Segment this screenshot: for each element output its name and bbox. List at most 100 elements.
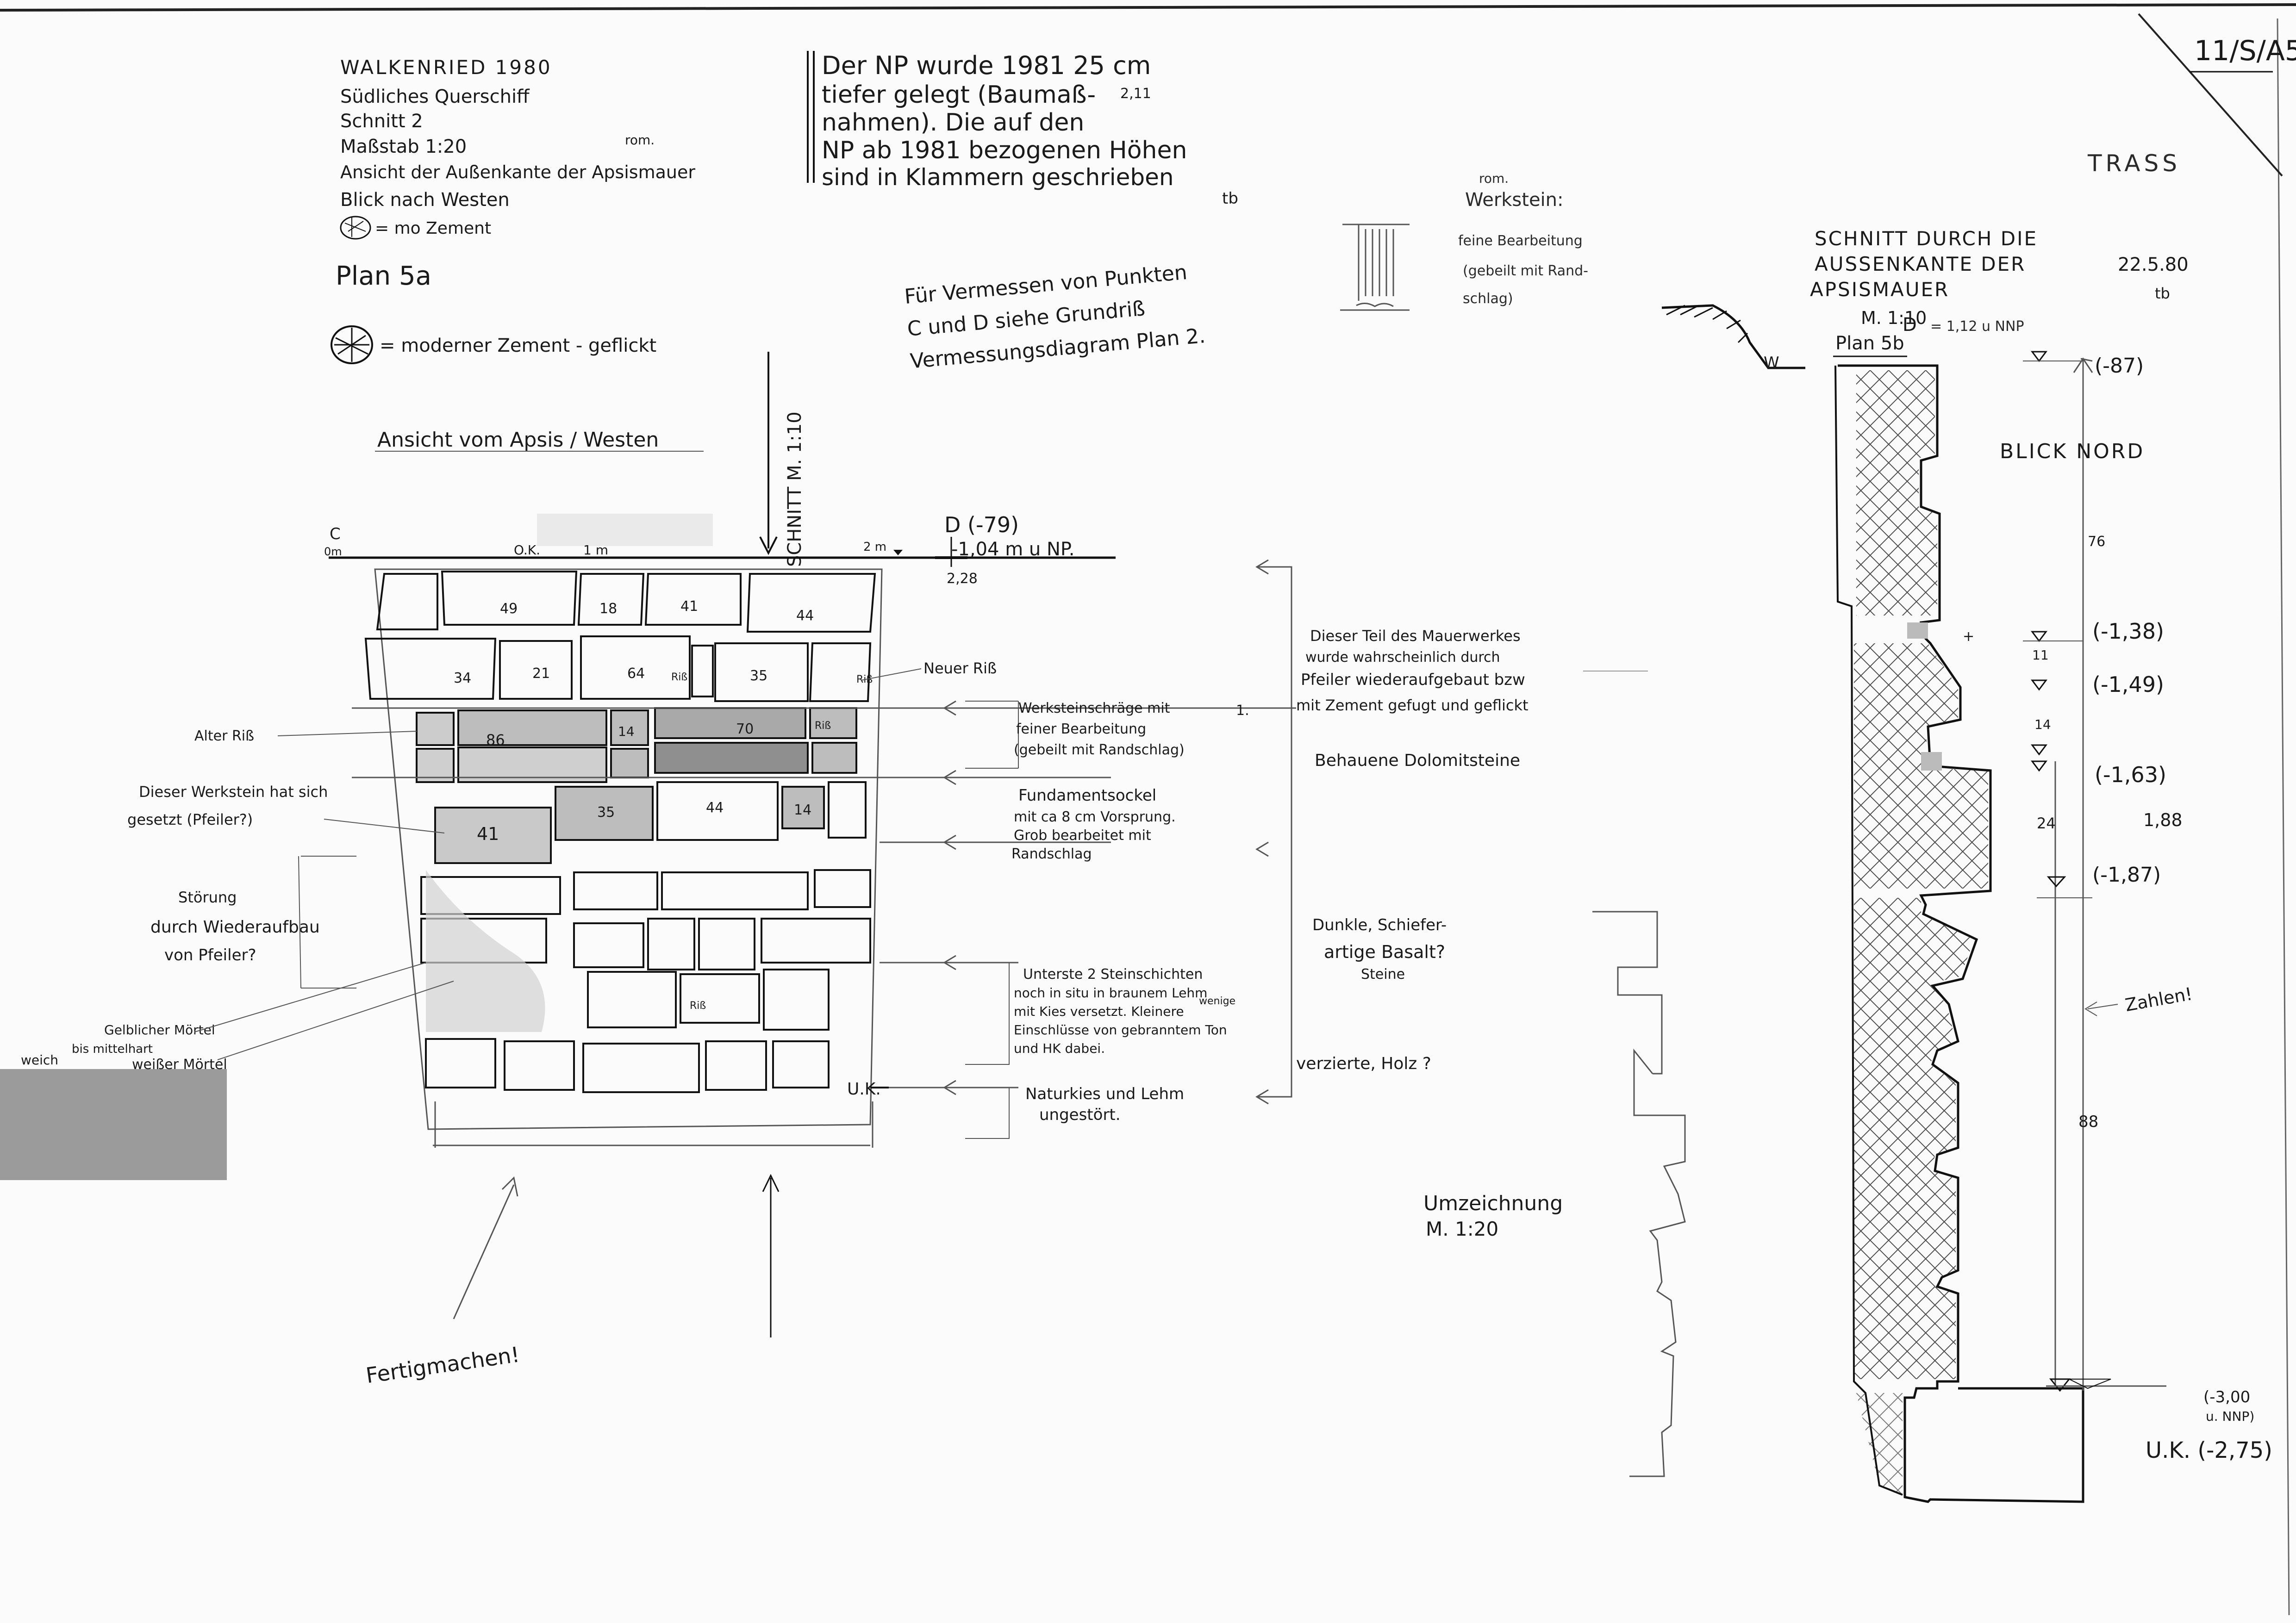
moertel-line-4: weißer Mörtel xyxy=(132,1057,227,1073)
vermessen-note: Für Vermessen von Punkten C und D siehe … xyxy=(904,261,1206,373)
zahlen-note: Zahlen! xyxy=(2123,983,2194,1015)
level-2: (-1,38) xyxy=(2092,619,2164,644)
stone-number: 35 xyxy=(750,668,767,684)
np-note-line-2: tiefer gelegt (Baumaß- xyxy=(822,81,1096,109)
stone-number: 14 xyxy=(794,802,811,818)
header-line-4: Maßstab 1:20 xyxy=(340,136,467,157)
moertel-line-1: Gelblicher Mörtel xyxy=(104,1022,215,1038)
werkstein-line-1: rom. xyxy=(1479,171,1509,186)
dunkle-line-1: Dunkle, Schiefer- xyxy=(1312,916,1447,934)
fundament-line-1: Fundamentsockel xyxy=(1018,786,1156,805)
werkstein-hatch-symbol xyxy=(1340,224,1410,311)
fundament-line-2: mit ca 8 cm Vorsprung. xyxy=(1014,809,1176,825)
fundament-line-3: Grob bearbeitet mit xyxy=(1014,827,1151,844)
section-drawing: SCHNITT DURCH DIE AUSSENKANTE DER APSISM… xyxy=(1661,227,2272,1503)
svg-text:+: + xyxy=(1963,628,1974,645)
header-line-1: WALKENRIED 1980 xyxy=(340,56,552,79)
werkstein-note: rom. Werkstein: feine Bearbeitung (gebei… xyxy=(1340,171,1588,311)
np-note-line-4: NP ab 1981 bezogenen Höhen xyxy=(822,137,1187,164)
bottom-level-1: (-3,00 xyxy=(2203,1388,2250,1406)
elevation-title: Ansicht vom Apsis / Westen xyxy=(377,428,659,452)
section-d-note: = 1,12 u NNP xyxy=(1930,318,2024,335)
trass-label: TRASS xyxy=(2087,150,2181,177)
schraege-line-1: Werksteinschräge mit xyxy=(1018,700,1170,716)
section-scale: M. 1:10 xyxy=(1861,308,1927,328)
stone-number: 34 xyxy=(454,670,471,686)
naturkies-line-2: ungestört. xyxy=(1039,1106,1121,1124)
stone-number: 14 xyxy=(618,724,635,739)
section-blick: BLICK NORD xyxy=(2000,440,2145,463)
point-d-value: -1,04 m u NP. xyxy=(951,539,1074,560)
section-title-1: SCHNITT DURCH DIE xyxy=(1815,227,2038,250)
section-uk: U.K. (-2,75) xyxy=(2146,1437,2272,1463)
tape-residue xyxy=(537,514,713,546)
moderner-zement-text: = moderner Zement - geflickt xyxy=(380,335,656,356)
fundament-line-4: Randschlag xyxy=(1011,846,1092,862)
vermessen-line-1: Für Vermessen von Punkten xyxy=(904,261,1188,309)
section-d-label: D xyxy=(1903,314,1917,336)
dim-24: 24 xyxy=(2037,815,2056,832)
schraege-line-2: feiner Bearbeitung xyxy=(1016,721,1146,737)
fertigmachen-note: Fertigmachen! xyxy=(364,1342,521,1388)
stone-number: 18 xyxy=(599,601,617,617)
stone-number: 44 xyxy=(796,608,814,624)
dieser-teil-line-2: wurde wahrscheinlich durch xyxy=(1305,649,1500,665)
two-m-label: 2 m xyxy=(863,540,886,554)
header-line-3: Schnitt 2 xyxy=(340,111,423,132)
naturkies-line-1: Naturkies und Lehm xyxy=(1025,1085,1184,1103)
dim-76: 76 xyxy=(2088,534,2105,550)
np-side-value: 2,11 xyxy=(1120,86,1151,102)
unterste-line-3: mit Kies versetzt. Kleinere xyxy=(1014,1004,1184,1019)
verzierte-label: verzierte, Holz ? xyxy=(1296,1054,1431,1073)
stoerung-line-2: durch Wiederaufbau xyxy=(150,918,320,937)
dim-88: 88 xyxy=(2078,1113,2098,1131)
zero-label: 0m xyxy=(324,545,342,558)
level-4: (-1,63) xyxy=(2095,762,2166,787)
stone-number: 35 xyxy=(597,804,615,821)
dim-11: 11 xyxy=(2032,647,2049,663)
unterste-line-5: und HK dabei. xyxy=(1014,1041,1105,1056)
neuer-riss-label: Neuer Riß xyxy=(923,659,997,677)
stoerung-line-1: Störung xyxy=(178,889,237,906)
moertel-line-2: bis mittelhart xyxy=(72,1042,153,1056)
point-c-label: C xyxy=(330,525,341,543)
dieser-werkstein-line-2: gesetzt (Pfeiler?) xyxy=(127,811,253,828)
moertel-line-3: weich xyxy=(21,1052,58,1068)
unterste-line-4: Einschlüsse von gebranntem Ton xyxy=(1014,1022,1227,1038)
stone-number-labels: 49 18 41 44 34 21 64 Riß 35 Riß 86 14 70… xyxy=(454,598,873,1012)
section-title-2: AUSSENKANTE DER xyxy=(1815,253,2026,275)
dieser-werkstein-line-1: Dieser Werkstein hat sich xyxy=(139,783,328,801)
moderner-zement-icon xyxy=(331,325,373,364)
schnitt-vertical-label: SCHNITT M. 1:10 xyxy=(784,411,805,567)
one-m-label: 1 m xyxy=(583,542,608,558)
header-block: WALKENRIED 1980 Südliches Querschiff Sch… xyxy=(331,56,695,364)
dim-14: 14 xyxy=(2034,717,2051,732)
schraege-mark: 1. xyxy=(1236,703,1249,719)
dieser-teil-line-1: Dieser Teil des Mauerwerkes xyxy=(1310,627,1521,645)
annotations: Werksteinschräge mit feiner Bearbeitung … xyxy=(965,559,1686,1477)
stone-number: 70 xyxy=(736,721,754,737)
werkstein-line-4: (gebeilt mit Rand- xyxy=(1463,263,1588,279)
level-5: (-1,87) xyxy=(2092,863,2161,887)
course-lines xyxy=(352,707,1296,1088)
stone-number: Riß xyxy=(690,1000,706,1012)
stone-number: 49 xyxy=(500,601,518,617)
werkstein-line-2: Werkstein: xyxy=(1465,189,1564,211)
level-markers xyxy=(2023,351,2166,1392)
section-date-mark: tb xyxy=(2155,285,2170,302)
alter-riss-label: Alter Riß xyxy=(194,728,254,744)
section-date: 22.5.80 xyxy=(2118,254,2189,275)
stone-number: 21 xyxy=(532,665,550,682)
point-d-label: D (-79) xyxy=(944,512,1019,537)
rubble-area xyxy=(426,870,545,1032)
level-3: (-1,49) xyxy=(2092,672,2164,697)
sheet-number: 11/S/A5 xyxy=(2194,35,2296,67)
masonry-stones xyxy=(364,571,876,1093)
umzeichnung-profile xyxy=(1592,911,1686,1477)
umzeichnung-line-2: M. 1:20 xyxy=(1426,1218,1498,1240)
ok-label: O.K. xyxy=(514,542,540,558)
werkstein-line-5: schlag) xyxy=(1463,291,1513,307)
dim-188: 1,88 xyxy=(2143,810,2183,830)
werkstein-line-3: feine Bearbeitung xyxy=(1458,233,1583,249)
